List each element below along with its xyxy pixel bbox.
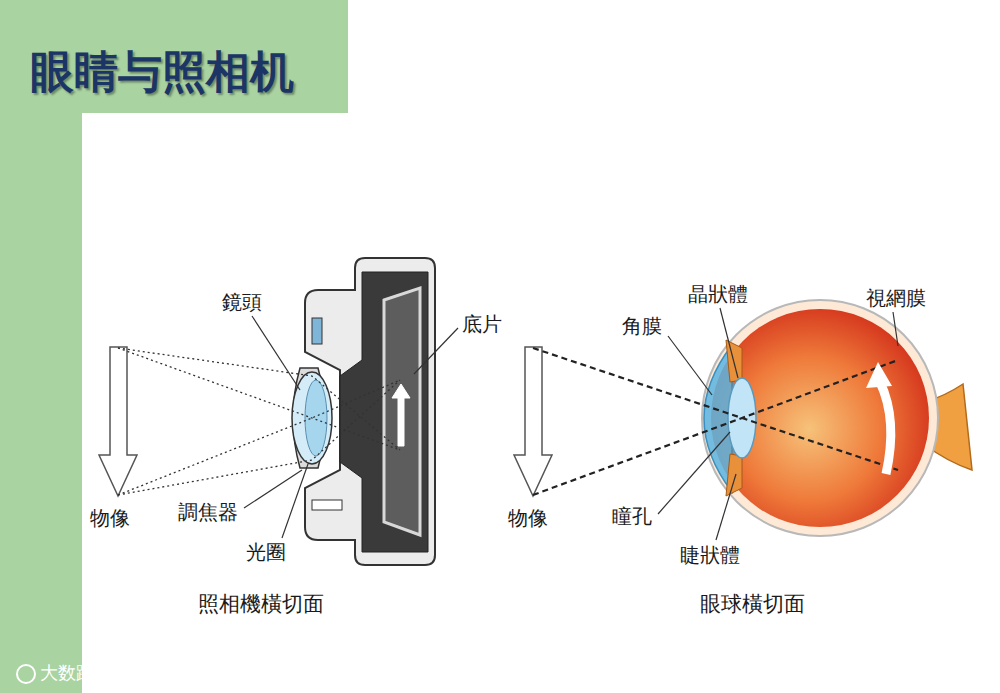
part-label: 角膜 (622, 314, 662, 338)
camera-detail (312, 500, 342, 510)
camera-chamber (340, 272, 428, 552)
figure-caption: 照相機橫切面 (198, 592, 324, 617)
green-strip (0, 0, 82, 693)
image-arrow (392, 384, 410, 446)
leader-lines (244, 308, 898, 540)
film (384, 288, 420, 535)
object-label: 物像 (508, 506, 548, 530)
light-rays (118, 348, 400, 495)
part-label: 底片 (462, 312, 502, 336)
part-label: 瞳孔 (612, 504, 652, 528)
part-label: 視網膜 (866, 286, 926, 310)
image-arrow (880, 382, 891, 474)
part-label: 光圈 (246, 540, 286, 564)
watermark-logo (17, 665, 35, 683)
object-arrow (514, 347, 552, 496)
figure-caption: 眼球橫切面 (700, 592, 805, 617)
image-arrow-head (866, 362, 892, 388)
viewfinder (312, 318, 322, 344)
lens-inner (305, 380, 327, 456)
camera-housing (305, 258, 435, 565)
object-arrow (99, 347, 137, 496)
light-rays (533, 348, 898, 495)
object-label: 物像 (90, 506, 130, 530)
iris (726, 454, 742, 496)
part-label: 鏡頭 (222, 290, 262, 314)
slide-title: 眼睛与照相机 (30, 46, 294, 99)
part-label: 調焦器 (178, 500, 238, 524)
sclera (702, 300, 938, 536)
part-label: 睫狀體 (680, 543, 740, 567)
part-label: 晶狀體 (688, 282, 748, 306)
watermark: 大数跨境 (40, 662, 112, 684)
